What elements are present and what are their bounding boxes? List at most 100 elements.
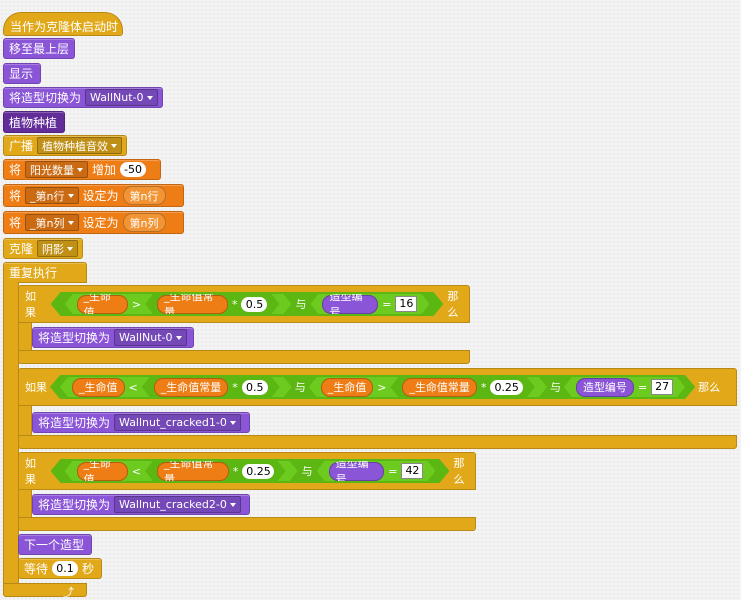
switch-costume-block[interactable]: 将造型切换为 Wallnut_cracked2-0 bbox=[32, 494, 250, 515]
col-reporter[interactable]: 第n列 bbox=[122, 213, 166, 232]
block-label: 将 bbox=[9, 189, 22, 203]
block-label: 等待 bbox=[24, 562, 49, 576]
less-condition[interactable]: _生命值 < _生命值常量 * 0.25 bbox=[65, 461, 298, 481]
switch-costume-block[interactable]: 将造型切换为 Wallnut_cracked1-0 bbox=[32, 412, 250, 433]
number-input[interactable]: 0.5 bbox=[242, 380, 268, 395]
clone-block[interactable]: 克隆 阴影 bbox=[3, 238, 83, 259]
block-label: 将造型切换为 bbox=[38, 331, 111, 345]
multiply-expression[interactable]: _生命值常量 * 0.5 bbox=[145, 294, 279, 314]
health-reporter[interactable]: _生命值 bbox=[321, 378, 374, 397]
show-block[interactable]: 显示 bbox=[3, 63, 41, 84]
health-const-reporter[interactable]: _生命值常量 bbox=[157, 295, 228, 314]
and-condition[interactable]: _生命值 < _生命值常量 * 0.25 与 造型编号 = 42 bbox=[51, 459, 450, 483]
operator: > bbox=[377, 380, 387, 394]
switch-costume-block[interactable]: 将造型切换为 WallNut-0 bbox=[32, 327, 194, 348]
health-const-reporter[interactable]: _生命值常量 bbox=[154, 378, 229, 397]
then-label: 那么 bbox=[447, 290, 459, 319]
if-label: 如果 bbox=[25, 381, 47, 394]
costume-dropdown[interactable]: Wallnut_cracked2-0 bbox=[114, 496, 241, 513]
block-label: 将 bbox=[9, 163, 22, 177]
wait-seconds-input[interactable]: 0.1 bbox=[52, 561, 79, 576]
operator: > bbox=[131, 297, 142, 311]
when-start-as-clone-hat[interactable]: 当作为克隆体启动时 bbox=[3, 12, 123, 36]
and-condition[interactable]: _生命值 < _生命值常量 * 0.5 与 _生命值 > _生命值常量 * 0.… bbox=[50, 375, 695, 399]
costume-number-reporter[interactable]: 造型编号 bbox=[329, 462, 385, 481]
change-variable-block[interactable]: 将 阳光数量 增加 -50 bbox=[3, 159, 161, 180]
block-label: 下一个造型 bbox=[24, 538, 85, 552]
costume-dropdown[interactable]: WallNut-0 bbox=[85, 89, 158, 106]
switch-costume-block[interactable]: 将造型切换为 WallNut-0 bbox=[3, 87, 163, 108]
equals-condition[interactable]: 造型编号 = 16 bbox=[310, 294, 429, 314]
wait-block[interactable]: 等待 0.1 秒 bbox=[18, 558, 102, 579]
number-input[interactable]: -50 bbox=[120, 162, 147, 177]
and-label: 与 bbox=[295, 298, 307, 311]
greater-condition[interactable]: _生命值 > _生命值常量 * 0.5 bbox=[65, 294, 292, 314]
number-input[interactable]: 0.25 bbox=[242, 464, 273, 479]
if-block-1[interactable]: 如果 _生命值 > _生命值常量 * 0.5 与 造型编号 = 16 那么 bbox=[18, 285, 470, 323]
custom-block-plant[interactable]: 植物种植 bbox=[3, 111, 65, 133]
set-variable-col-block[interactable]: 将 _第n列 设定为 第n列 bbox=[3, 211, 184, 234]
number-input[interactable]: 0.5 bbox=[241, 297, 267, 312]
value-input[interactable]: 16 bbox=[395, 296, 417, 312]
block-label: 秒 bbox=[82, 562, 95, 576]
message-dropdown[interactable]: 植物种植音效 bbox=[37, 137, 123, 154]
variable-dropdown[interactable]: _第n列 bbox=[25, 214, 79, 231]
if-arm-3 bbox=[18, 489, 32, 519]
if-bottom-1 bbox=[18, 350, 470, 364]
block-label: 植物种植 bbox=[9, 115, 58, 130]
go-to-front-block[interactable]: 移至最上层 bbox=[3, 38, 75, 59]
operator: * bbox=[232, 464, 239, 478]
variable-dropdown[interactable]: _第n行 bbox=[25, 187, 79, 204]
operator: = bbox=[382, 297, 392, 311]
block-label: 移至最上层 bbox=[9, 42, 70, 56]
next-costume-block[interactable]: 下一个造型 bbox=[18, 534, 92, 555]
multiply-expression[interactable]: _生命值常量 * 0.5 bbox=[142, 377, 280, 397]
if-arm-1 bbox=[18, 322, 32, 352]
block-label: 将造型切换为 bbox=[9, 91, 82, 105]
multiply-expression[interactable]: _生命值常量 * 0.25 bbox=[390, 377, 535, 397]
multiply-expression[interactable]: _生命值常量 * 0.25 bbox=[145, 461, 286, 481]
block-label: 显示 bbox=[9, 67, 34, 81]
health-const-reporter[interactable]: _生命值常量 bbox=[402, 378, 477, 397]
if-block-2[interactable]: 如果 _生命值 < _生命值常量 * 0.5 与 _生命值 > _生命值常量 *… bbox=[18, 368, 737, 406]
clone-target-dropdown[interactable]: 阴影 bbox=[37, 240, 79, 257]
greater-condition[interactable]: _生命值 > _生命值常量 * 0.25 bbox=[309, 377, 547, 397]
operator: < bbox=[131, 464, 142, 478]
and-condition[interactable]: _生命值 > _生命值常量 * 0.5 与 造型编号 = 16 bbox=[51, 292, 444, 316]
costume-number-reporter[interactable]: 造型编号 bbox=[576, 378, 634, 397]
equals-condition[interactable]: 造型编号 = 42 bbox=[317, 461, 436, 481]
block-label: 设定为 bbox=[82, 189, 119, 203]
and-label: 与 bbox=[301, 465, 313, 478]
block-label: 将造型切换为 bbox=[38, 498, 111, 512]
block-label: 克隆 bbox=[9, 242, 34, 256]
forever-arm bbox=[3, 282, 19, 589]
operator: * bbox=[480, 380, 487, 394]
broadcast-block[interactable]: 广播 植物种植音效 bbox=[3, 135, 127, 156]
costume-number-reporter[interactable]: 造型编号 bbox=[322, 295, 378, 314]
value-input[interactable]: 27 bbox=[651, 379, 673, 395]
block-label: 增加 bbox=[92, 163, 117, 177]
forever-bottom: ⤴ bbox=[3, 583, 87, 599]
if-label: 如果 bbox=[25, 290, 36, 319]
block-label: 重复执行 bbox=[9, 266, 58, 280]
costume-dropdown[interactable]: Wallnut_cracked1-0 bbox=[114, 414, 241, 431]
block-label: 设定为 bbox=[82, 216, 119, 230]
variable-dropdown[interactable]: 阳光数量 bbox=[25, 161, 89, 178]
operator: * bbox=[231, 297, 238, 311]
costume-dropdown[interactable]: WallNut-0 bbox=[114, 329, 187, 346]
health-reporter[interactable]: _生命值 bbox=[77, 462, 128, 481]
operator: = bbox=[637, 380, 648, 394]
less-condition[interactable]: _生命值 < _生命值常量 * 0.5 bbox=[60, 377, 292, 397]
health-reporter[interactable]: _生命值 bbox=[77, 295, 128, 314]
value-input[interactable]: 42 bbox=[401, 463, 423, 479]
row-reporter[interactable]: 第n行 bbox=[122, 186, 166, 205]
health-const-reporter[interactable]: _生命值常量 bbox=[157, 462, 229, 481]
operator: < bbox=[128, 380, 138, 394]
health-reporter[interactable]: _生命值 bbox=[72, 378, 125, 397]
number-input[interactable]: 0.25 bbox=[490, 380, 523, 395]
if-block-3[interactable]: 如果 _生命值 < _生命值常量 * 0.25 与 造型编号 = 42 那么 bbox=[18, 452, 476, 490]
equals-condition[interactable]: 造型编号 = 27 bbox=[564, 377, 685, 397]
if-bottom-3 bbox=[18, 517, 476, 531]
forever-block[interactable]: 重复执行 bbox=[3, 262, 87, 283]
set-variable-row-block[interactable]: 将 _第n行 设定为 第n行 bbox=[3, 184, 184, 207]
